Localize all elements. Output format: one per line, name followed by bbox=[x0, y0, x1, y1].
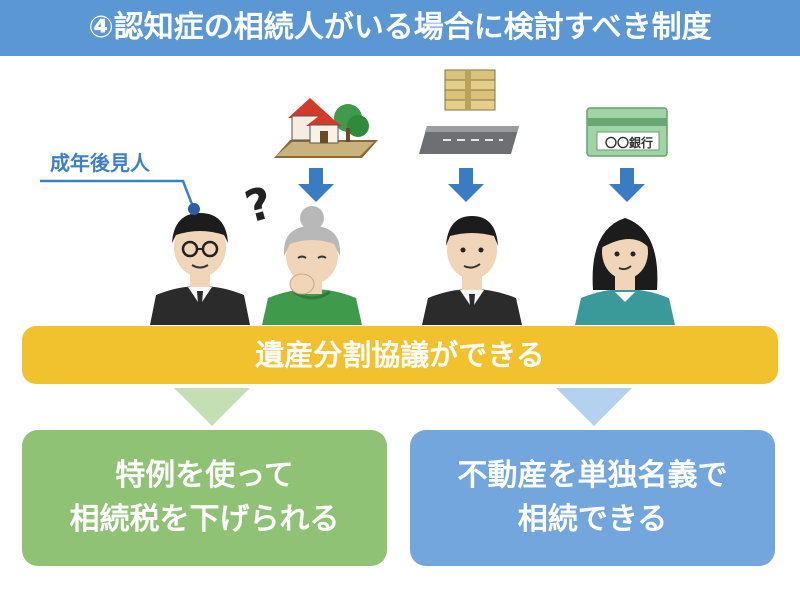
benefit-line: 相続税を下げられる bbox=[69, 502, 340, 537]
house-icon bbox=[274, 98, 378, 158]
benefit-line: 特例を使って bbox=[115, 458, 294, 493]
triangle-down-green bbox=[174, 388, 250, 426]
land-and-money-icon bbox=[419, 69, 519, 154]
elderly-woman-icon bbox=[262, 206, 362, 325]
page-title: ④認知症の相続人がいる場合に検討すべき制度 bbox=[0, 0, 800, 56]
benefit-tax-reduction: 特例を使って 相続税を下げられる bbox=[22, 430, 387, 566]
partition-agreement-banner: 遺産分割協議ができる bbox=[22, 326, 778, 384]
arrow-down-icon bbox=[448, 168, 484, 202]
triangle-down-blue bbox=[556, 388, 632, 426]
arrow-down-icon bbox=[609, 168, 645, 202]
bankbook-label: 〇〇銀行 bbox=[604, 136, 653, 150]
arrow-down-icon bbox=[298, 168, 334, 202]
guardian-person-icon bbox=[150, 203, 250, 325]
heir-woman-icon bbox=[575, 218, 675, 325]
guardian-label: 成年後見人 bbox=[50, 151, 150, 175]
benefit-sole-ownership: 不動産を単独名義で 相続できる bbox=[410, 430, 775, 566]
heir-man-icon bbox=[422, 216, 522, 325]
benefit-line: 相続できる bbox=[517, 502, 668, 537]
bankbook-icon bbox=[586, 107, 668, 157]
benefit-line: 不動産を単独名義で bbox=[457, 458, 728, 493]
